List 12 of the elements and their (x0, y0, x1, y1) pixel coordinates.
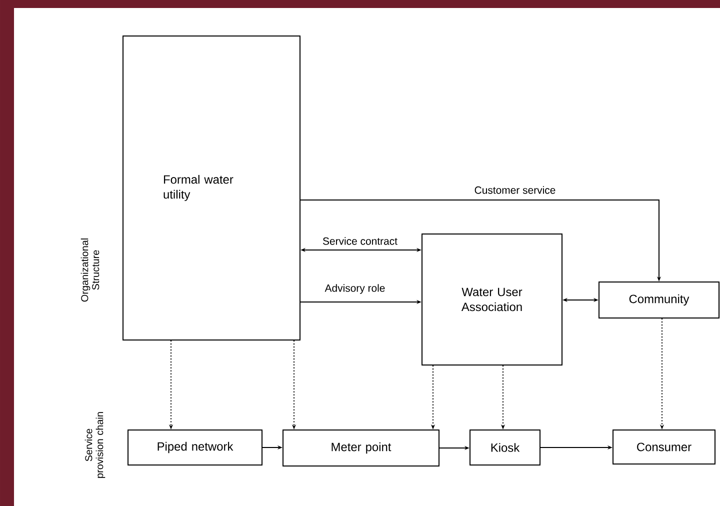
edge-label: Advisory role (324, 283, 386, 295)
axis-label: Service provision chain (84, 412, 106, 478)
organization-box: Formal water utility (122, 36, 300, 340)
organization-box: Water User Association (422, 234, 562, 366)
edge-label: Service contract (322, 236, 398, 246)
process-box: Meter point (282, 430, 440, 466)
process-box: Kiosk (470, 430, 540, 466)
edge-label: Customer service (473, 185, 557, 195)
axis-label: Organizational Structure (80, 238, 100, 302)
community-box: Community (598, 282, 720, 318)
process-box: Consumer (612, 430, 716, 464)
process-box: Piped network (128, 430, 262, 466)
